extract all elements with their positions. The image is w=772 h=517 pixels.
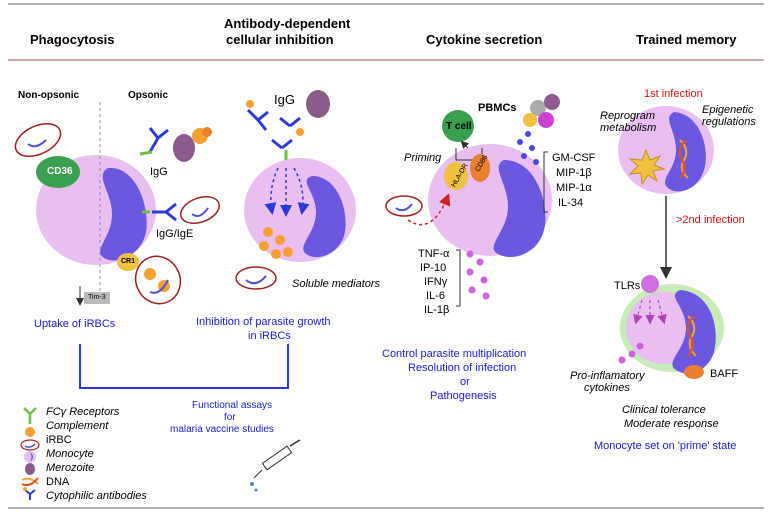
header-adci-line1: Antibody-dependent [224, 16, 351, 31]
reprogram-line2: metabolism [600, 122, 657, 134]
legend-monocyte: Monocyte [46, 448, 94, 460]
cr1-label: CR1 [121, 258, 136, 265]
igg-ige-label: IgG/IgE [156, 228, 194, 240]
cytokine-right-1: MIP-1β [556, 167, 592, 179]
dna-icon [21, 477, 39, 485]
priming-label: Priming [404, 152, 442, 164]
functional-line2: for [224, 412, 236, 423]
cytokine-left-0: TNF-α [418, 248, 450, 260]
cr1-receptor [117, 253, 139, 271]
opsonic-label: Opsonic [128, 90, 169, 101]
trained-memory-panel [618, 106, 724, 379]
cd36-label: CD36 [47, 166, 73, 177]
legend-irbc: iRBC [46, 434, 72, 446]
merozoite-icon [173, 134, 195, 162]
functional-line1: Functional assays [192, 400, 273, 411]
inhibition-label-line1: Inhibition of parasite growth [196, 316, 331, 328]
legend-cytophilic-antibody: Cytophilic antibodies [46, 490, 147, 502]
legend-merozoite: Merozoite [46, 462, 95, 474]
legend-icons [20, 407, 40, 500]
cytophilic-antibody-icon [246, 108, 269, 131]
header-trained: Trained memory [636, 32, 737, 47]
legend-complement: Complement [46, 420, 109, 432]
merozoite-icon [306, 90, 330, 118]
igg-ige-antibody-icon [152, 202, 177, 222]
cd86-receptor [470, 154, 490, 182]
tlr-receptor [641, 275, 659, 293]
merozoite-icon [25, 463, 35, 475]
prime-state-label: Monocyte set on 'prime' state [594, 440, 737, 452]
assay-bracket [79, 344, 289, 389]
second-infection-label: >2nd infection [676, 214, 745, 226]
phagocytosis-panel [14, 102, 220, 306]
legend-fc-receptor: FCγ Receptors [46, 406, 120, 418]
outcome-line4: Pathogenesis [430, 390, 497, 402]
outcome-line3: or [460, 376, 470, 388]
cytokine-right-3: IL-34 [558, 197, 584, 209]
cytophilic-antibody-icon [24, 489, 36, 500]
cd36-receptor [36, 156, 80, 188]
adci-panel [235, 90, 356, 290]
first-infection-label: 1st infection [644, 88, 703, 100]
functional-line3: malaria vaccine studies [170, 424, 274, 435]
cytokine-panel [385, 94, 560, 307]
cytokine-left-2: IFNγ [424, 276, 448, 288]
metabolism-burst-icon [628, 148, 666, 186]
fc-receptor-icon [23, 407, 37, 424]
hladr-receptor [444, 162, 468, 190]
header-cytokine: Cytokine secretion [426, 32, 543, 47]
cytokine-left-1: IP-10 [420, 262, 447, 274]
proinflam-line1: Pro-inflamatory [570, 370, 645, 382]
reprogram-line1: Reprogram [600, 110, 656, 122]
moderate-label: Moderate response [624, 418, 719, 430]
monocyte-nucleus [100, 167, 147, 261]
irbc-icon [20, 439, 40, 451]
outcome-line2: Resolution of infection [408, 362, 517, 374]
inhibition-label-line2: in iRBCs [248, 330, 291, 342]
t-cell [442, 110, 474, 142]
irbc-icon [14, 123, 62, 157]
igg-label: IgG [150, 166, 168, 178]
cytokine-right-0: GM-CSF [552, 152, 596, 164]
irbc-icon [235, 266, 277, 290]
tcell-label: T cell [446, 121, 472, 132]
cytokine-left-4: IL-1β [424, 304, 450, 316]
tlrs-label: TLRs [614, 280, 641, 292]
monocyte-icon [24, 451, 36, 463]
cytokine-left-3: IL-6 [426, 290, 445, 302]
monocyte-nucleus [493, 160, 546, 257]
soluble-mediators-label: Soluble mediators [292, 278, 381, 290]
non-opsonic-label: Non-opsonic [18, 90, 80, 101]
syringe-icon [250, 439, 301, 492]
epigenetic-line2: regulations [702, 116, 756, 128]
header-phagocytosis: Phagocytosis [30, 32, 115, 47]
legend-dna: DNA [46, 476, 70, 488]
adci-igg-label: IgG [274, 92, 295, 107]
pbmcs-label: PBMCs [478, 102, 517, 114]
tim3-box [84, 292, 110, 304]
complement-icon [25, 427, 35, 437]
uptake-label: Uptake of iRBCs [34, 318, 116, 330]
header-adci-line2: cellular inhibition [226, 32, 334, 47]
baff-receptor [684, 365, 704, 379]
cytokine-right-2: MIP-1α [556, 182, 592, 194]
epigenetic-line1: Epigenetic [702, 104, 754, 116]
outcome-line1: Control parasite multiplication [382, 348, 527, 360]
proinflam-line2: cytokines [584, 382, 630, 394]
monocyte-nucleus [303, 176, 346, 258]
tim3-label: Tim-3 [88, 294, 106, 301]
igg-antibody-icon [139, 127, 169, 156]
clinical-label: Clinical tolerance [622, 404, 706, 416]
baff-label: BAFF [710, 368, 739, 380]
